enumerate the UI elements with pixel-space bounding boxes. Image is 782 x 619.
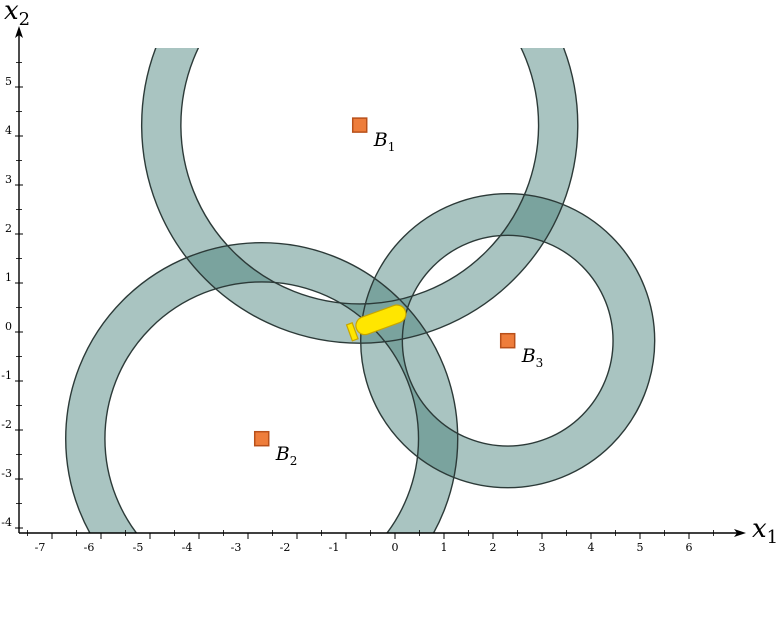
ring-inner-edge-1 — [180, 48, 540, 305]
x-tick-label: -4 — [182, 541, 193, 554]
x-tick-label: -1 — [329, 541, 340, 554]
x-tick-label: 3 — [539, 541, 546, 554]
ring-inner-edge-2 — [104, 281, 420, 533]
x-axis-arrow — [734, 529, 746, 537]
y-tick-label: -4 — [1, 516, 12, 529]
x-tick-label: -3 — [231, 541, 242, 554]
y-axis-arrow — [15, 26, 23, 38]
x-tick-label: 0 — [392, 541, 399, 554]
x-tick-label: 6 — [686, 541, 693, 554]
x-tick-label: 5 — [637, 541, 644, 554]
beacon-index: 3 — [535, 355, 544, 370]
vehicle — [345, 304, 407, 342]
ring-edges — [65, 48, 656, 533]
y-tick-label: 3 — [5, 173, 12, 186]
vehicle-tail — [345, 322, 359, 342]
vehicle-hull — [355, 304, 407, 336]
x-tick-label: -2 — [280, 541, 291, 554]
beacon-label-3: B3 — [521, 344, 544, 370]
axes: -7 -6 -5 -4 -3 -2 -1 0 1 2 3 4 5 6 -4 -3 -2 -1 0 1 2 3 4 5 — [1, 26, 746, 554]
x-tick-label: 2 — [490, 541, 497, 554]
y-tick-label: 0 — [5, 320, 12, 333]
y-axis-label: x2 — [4, 0, 31, 31]
y-tick-label: 5 — [5, 75, 12, 88]
x-tick-label: -5 — [133, 541, 144, 554]
y-tick-label: 4 — [5, 124, 12, 137]
beacon-label-2: B2 — [275, 442, 298, 468]
beacons — [253, 117, 516, 447]
y-tick-label: -3 — [1, 467, 12, 480]
beacon-marker-1 — [351, 117, 368, 133]
ring-overlaps — [141, 193, 578, 488]
beacon-index: 1 — [387, 139, 396, 154]
y-tick-label: 1 — [5, 271, 12, 284]
beacon-letter: B — [275, 442, 290, 465]
x-tick-label: 4 — [588, 541, 595, 554]
ring-outer-edge-1 — [141, 48, 579, 344]
vehicle-body-group — [345, 304, 407, 342]
beacon-letter: B — [521, 344, 536, 367]
y-tick-label: -1 — [1, 369, 12, 382]
x-axis-label: x1 — [752, 514, 779, 549]
beacon-label-1: B1 — [374, 131, 396, 153]
ring-outer-edge-2 — [65, 242, 459, 533]
x-tick-label: -7 — [35, 541, 46, 554]
beacon-marker-3 — [499, 332, 516, 349]
x-tick-label: -6 — [84, 541, 95, 554]
beacon-marker-2 — [253, 430, 270, 447]
y-tick-label: 2 — [5, 222, 12, 235]
x-tick-label: 1 — [441, 541, 448, 554]
ring-inner-edge-3 — [401, 234, 614, 447]
beacon-index: 2 — [289, 453, 298, 468]
beacon-letter: B — [373, 129, 388, 152]
ring-outer-edge-3 — [360, 193, 656, 489]
y-tick-label: -2 — [1, 418, 12, 431]
